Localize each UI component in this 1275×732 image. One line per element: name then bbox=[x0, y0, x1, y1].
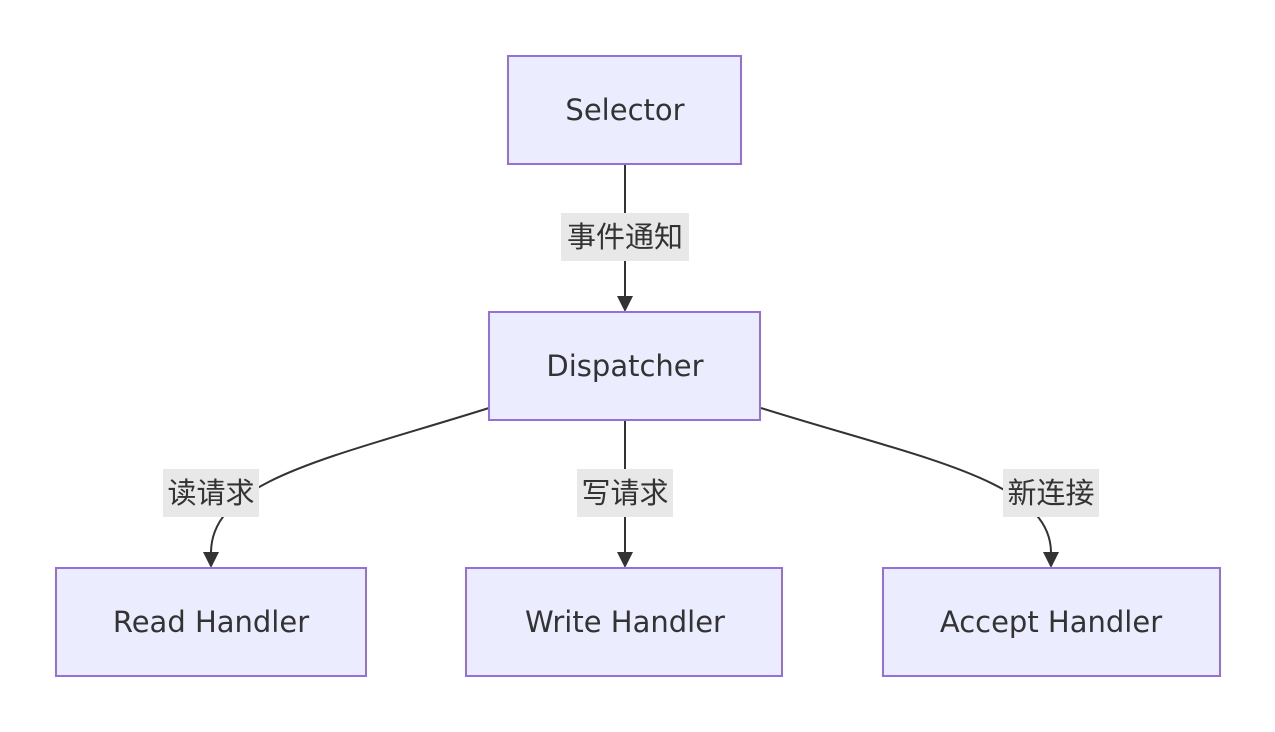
edge-label-background bbox=[577, 469, 673, 517]
node-write-handler[interactable]: Write Handler bbox=[465, 567, 783, 677]
arrowhead-icon bbox=[617, 552, 633, 568]
edge-dispatcher-to-read-handler bbox=[203, 407, 490, 568]
edge-label-new-connection: 新连接 bbox=[1007, 476, 1094, 510]
edge-dispatcher-to-accept-handler bbox=[760, 407, 1059, 568]
edge-label-selector-to-dispatcher: 事件通知 bbox=[561, 213, 689, 261]
edge-label-background bbox=[163, 469, 259, 517]
node-box bbox=[882, 567, 1221, 677]
edge-label-read-request: 读请求 bbox=[167, 476, 254, 510]
arrowhead-icon bbox=[617, 296, 633, 312]
arrowhead-icon bbox=[203, 552, 219, 568]
node-label-dispatcher: Dispatcher bbox=[546, 349, 703, 383]
edge-label-dispatcher-to-write: 写请求 bbox=[577, 469, 673, 517]
node-box bbox=[488, 311, 761, 421]
node-selector[interactable]: Selector bbox=[507, 55, 742, 165]
node-box bbox=[465, 567, 783, 677]
edge-line bbox=[760, 407, 1052, 553]
edge-label-event-notify: 事件通知 bbox=[567, 220, 683, 254]
edge-labels: 事件通知 读请求 写请求 新连接 bbox=[163, 213, 1099, 517]
edge-line bbox=[210, 407, 490, 553]
edge-label-background bbox=[561, 213, 689, 261]
node-label-read-handler: Read Handler bbox=[113, 605, 309, 639]
edge-label-dispatcher-to-accept: 新连接 bbox=[1003, 469, 1099, 517]
node-read-handler[interactable]: Read Handler bbox=[55, 567, 367, 677]
node-box bbox=[507, 55, 742, 165]
nodes: Selector Dispatcher Read Handler Write H… bbox=[55, 55, 1221, 677]
node-label-accept-handler: Accept Handler bbox=[940, 605, 1162, 639]
node-label-write-handler: Write Handler bbox=[525, 605, 725, 639]
edge-label-write-request: 写请求 bbox=[581, 476, 668, 510]
edge-label-dispatcher-to-read: 读请求 bbox=[163, 469, 259, 517]
arrowhead-icon bbox=[1043, 552, 1059, 568]
node-accept-handler[interactable]: Accept Handler bbox=[882, 567, 1221, 677]
node-label-selector: Selector bbox=[565, 93, 684, 127]
edge-label-background bbox=[1003, 469, 1099, 517]
node-dispatcher[interactable]: Dispatcher bbox=[488, 311, 761, 421]
node-box bbox=[55, 567, 367, 677]
